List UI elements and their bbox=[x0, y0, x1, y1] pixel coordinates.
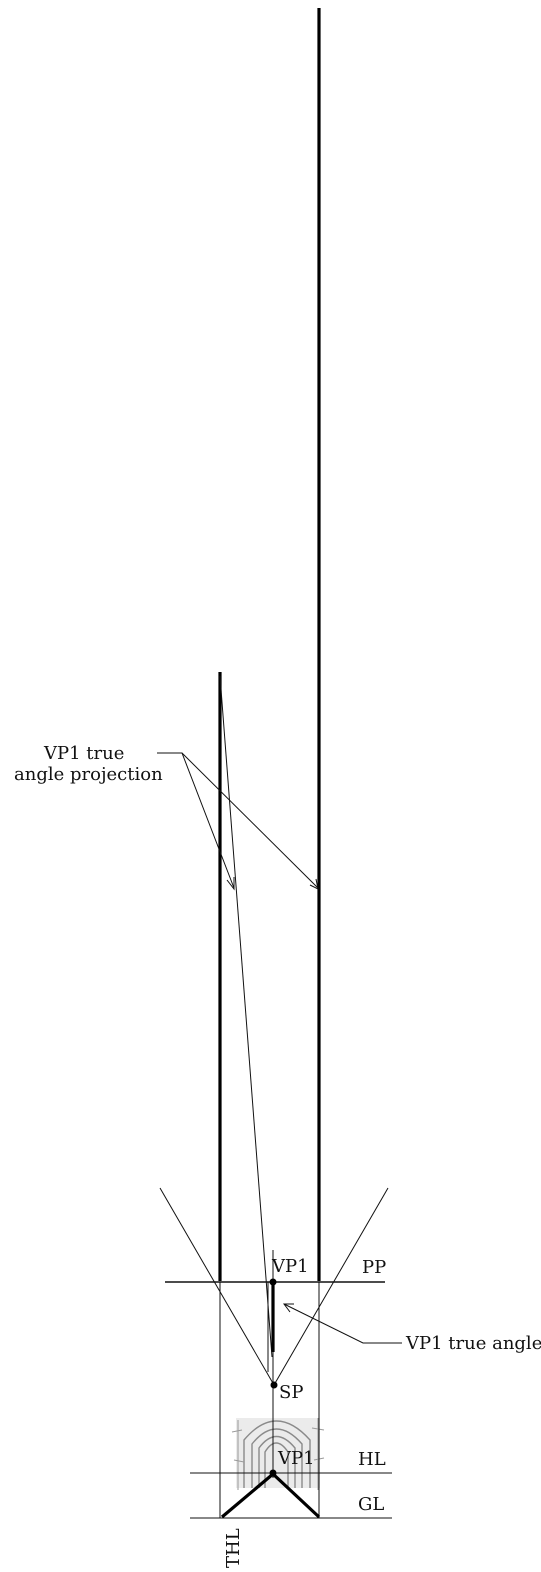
vp1-top-label: VP1 bbox=[271, 1256, 309, 1277]
projection-annotation-line2: angle projection bbox=[14, 764, 163, 785]
projection-annotation-leaders bbox=[157, 752, 319, 891]
building-sketch bbox=[231, 1418, 325, 1490]
true-angle-diagonal bbox=[219, 675, 273, 1358]
projection-annotation-line1: VP1 true bbox=[43, 743, 124, 764]
cone-of-vision-left bbox=[159, 1187, 275, 1386]
gl-label: GL bbox=[358, 1494, 384, 1515]
hl-label: HL bbox=[358, 1449, 386, 1470]
true-angle-annotation: VP1 true angle bbox=[405, 1333, 541, 1354]
pp-label: PP bbox=[362, 1257, 386, 1278]
thl-label: THL bbox=[223, 1528, 244, 1568]
vp1-bottom-point bbox=[269, 1469, 277, 1477]
true-angle-annotation-leader bbox=[283, 1303, 402, 1344]
sp-label: SP bbox=[279, 1382, 303, 1403]
vp1-top-point bbox=[269, 1278, 277, 1286]
vp1-bottom-label: VP1 bbox=[277, 1448, 315, 1469]
sp-point bbox=[270, 1381, 278, 1389]
cone-of-vision-right bbox=[273, 1187, 389, 1386]
